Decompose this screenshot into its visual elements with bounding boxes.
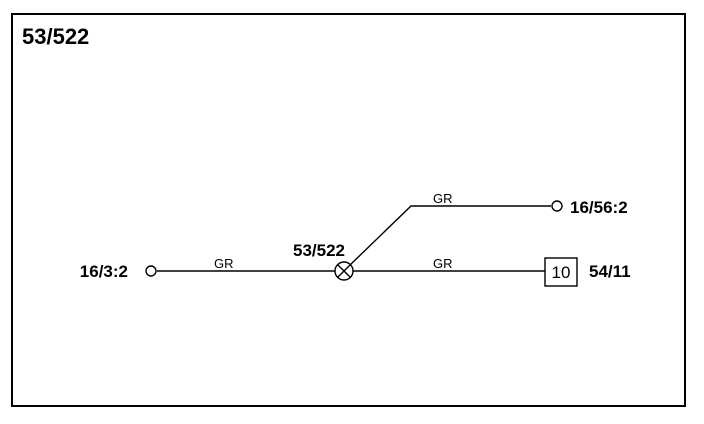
left-terminal-label: 16/3:2 [80, 262, 128, 281]
connector-box [544, 257, 578, 287]
wire-upper [349, 205, 551, 266]
junction-label: 53/522 [293, 241, 345, 260]
diagram-frame [11, 13, 686, 407]
connector-label: 54/11 [589, 262, 631, 281]
upper-terminal-icon [551, 200, 563, 212]
wire-upper-color-label: GR [433, 191, 453, 206]
upper-terminal-label: 16/56:2 [570, 198, 628, 217]
connector-pin-number: 10 [552, 263, 571, 282]
wire-left-color-label: GR [214, 256, 234, 271]
diagram-title: 53/522 [22, 24, 89, 49]
left-terminal-icon [145, 265, 157, 277]
wire-lower-color-label: GR [433, 256, 453, 271]
junction-splice-icon [334, 261, 354, 281]
